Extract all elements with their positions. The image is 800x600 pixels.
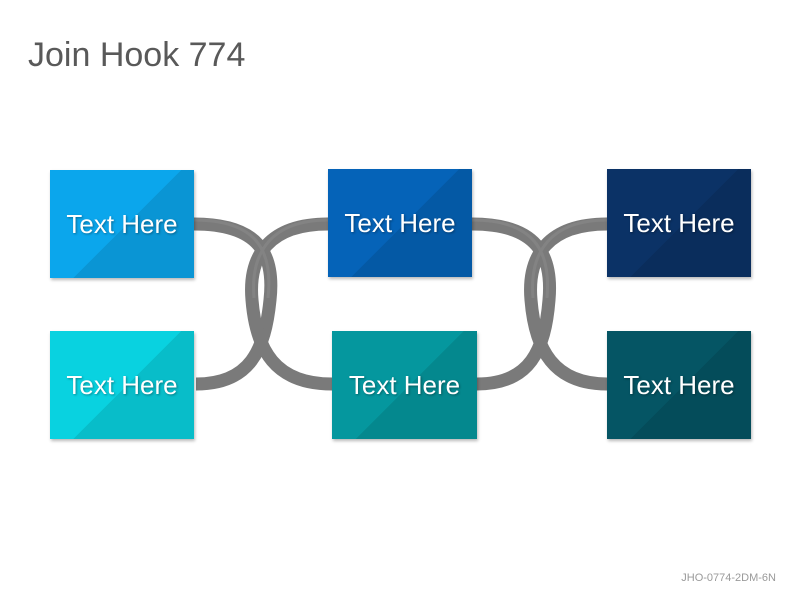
link-arc-3 [471, 217, 557, 391]
link-arc-1 [193, 217, 278, 391]
text-box-label: Text Here [66, 208, 178, 239]
text-box-bottom-left[interactable]: Text Here [50, 331, 194, 439]
text-box-top-center[interactable]: Text Here [328, 169, 472, 277]
footer-code: JHO-0774-2DM-6N [681, 572, 776, 584]
page-title: Join Hook 774 [28, 36, 246, 74]
text-box-label: Text Here [344, 207, 456, 238]
text-box-label: Text Here [623, 207, 735, 238]
text-box-bottom-right[interactable]: Text Here [607, 331, 751, 439]
text-box-label: Text Here [348, 369, 461, 400]
link-arc-4 [524, 217, 608, 391]
text-box-top-left[interactable]: Text Here [50, 170, 194, 278]
text-box-label: Text Here [623, 369, 735, 400]
text-box-label: Text Here [66, 369, 178, 400]
text-box-top-right[interactable]: Text Here [607, 169, 751, 277]
link-arc-2 [245, 217, 333, 391]
text-box-bottom-center[interactable]: Text Here [332, 331, 477, 439]
